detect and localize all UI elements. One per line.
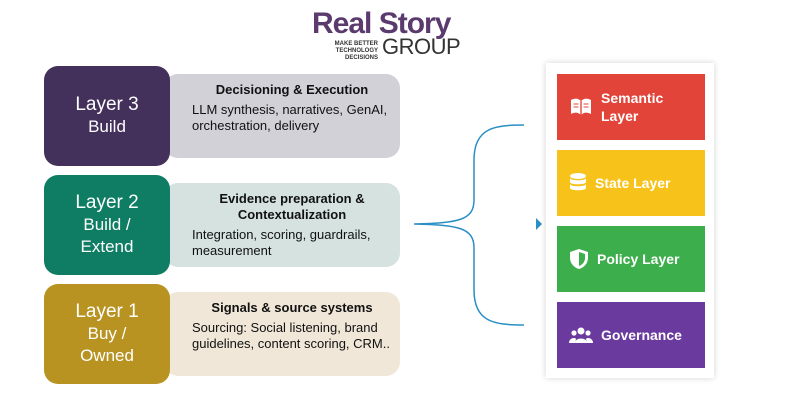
layer-stack-panel: Semantic Layer State Layer Policy Layer … [546,63,714,378]
shield-icon [570,249,588,269]
logo-group-text: GROUP [382,34,461,59]
people-icon [569,327,593,343]
layer-2-row: Evidence preparation & Contextualization… [44,175,400,275]
layer-1-sub-2: Owned [80,346,134,365]
logo-wordmark: Real Story [312,7,451,40]
bracket-path [414,124,525,326]
layer-2-sub-2: Extend [80,237,134,256]
policy-layer-label: Policy Layer [597,251,680,267]
layer-1-row: Signals & source systems Sourcing: Socia… [44,284,400,384]
curly-bracket-connector [414,124,542,326]
policy-layer-tile: Policy Layer [557,226,705,292]
layer-2-badge: Layer 2 Build / Extend [44,175,170,275]
governance-tile: Governance [557,302,705,368]
book-icon [571,98,591,115]
layer-2-detail: Evidence preparation & Contextualization… [164,183,400,267]
layer-3-name: Layer 3 [75,94,139,115]
layer-2-title: Evidence preparation & Contextualization [219,191,365,222]
layer-1-detail: Signals & source systems Sourcing: Socia… [164,292,400,376]
layer-3-description: LLM synthesis, narratives, GenAI, orches… [192,102,388,133]
database-icon [570,173,586,191]
layer-2-name: Layer 2 [75,192,139,213]
logo-tagline: MAKE BETTER TECHNOLOGY DECISIONS [334,41,378,61]
state-layer-tile: State Layer [557,150,705,216]
layer-3-badge: Layer 3 Build [44,66,170,166]
state-layer-label: State Layer [595,175,671,191]
layer-2-description: Integration, scoring, guardrails, measur… [192,227,371,258]
layer-1-name: Layer 1 [75,301,139,322]
layer-1-badge: Layer 1 Buy / Owned [44,284,170,384]
layer-3-sub: Build [88,117,126,136]
layer-1-description: Sourcing: Social listening, brand guidel… [192,320,390,351]
layer-1-sub-1: Buy / [87,324,127,343]
layer-1-title: Signals & source systems [211,300,373,315]
real-story-group-logo: Real Story MAKE BETTER TECHNOLOGY DECISI… [312,7,472,62]
layer-3-row: Decisioning & Execution LLM synthesis, n… [44,66,400,166]
layer-3-title: Decisioning & Execution [215,82,369,97]
layer-3-detail: Decisioning & Execution LLM synthesis, n… [164,74,400,158]
semantic-layer-tile: Semantic Layer [557,74,705,140]
layer-2-sub-1: Build / [83,215,131,234]
semantic-layer-label: Semantic Layer [601,90,664,124]
governance-label: Governance [601,327,682,343]
bracket-arrow [536,218,542,230]
